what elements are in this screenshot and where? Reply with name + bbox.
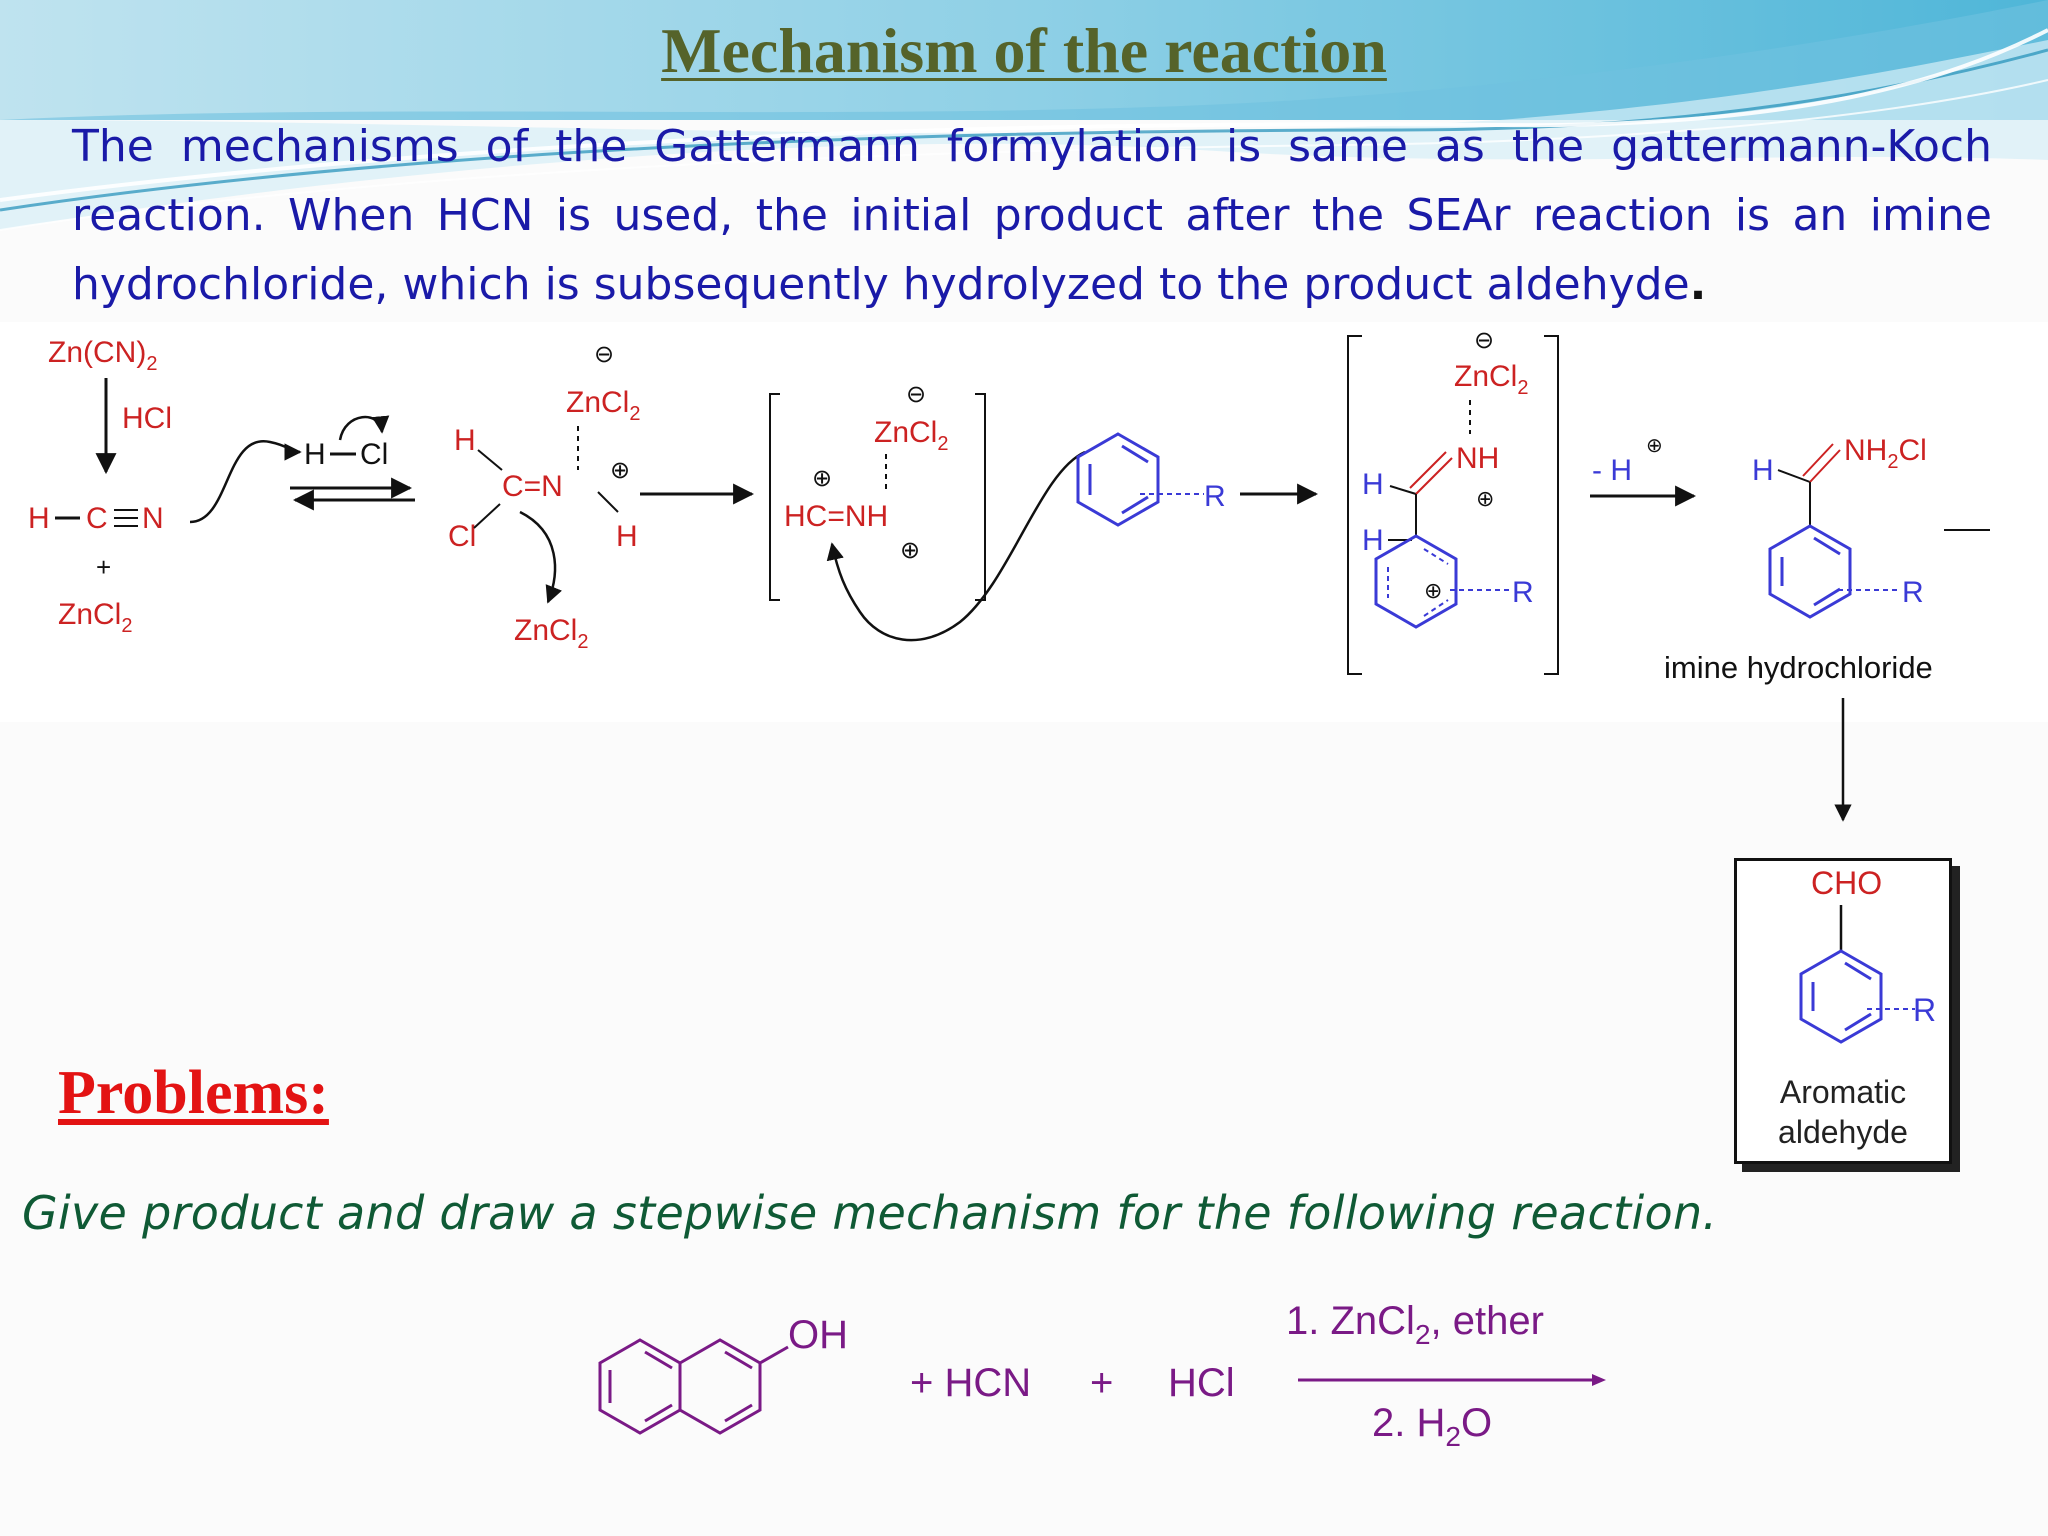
int1-leaving-zncl2: ZnCl2 [514,614,588,653]
problem-prompt: Give product and draw a stepwise mechani… [22,1186,1718,1240]
mechanism-scheme: Zn(CN)2 HCl H C N + ZnCl2 H Cl ⊖ ZnCl2 H… [28,327,1990,822]
condition-2: 2. H2O [1372,1401,1492,1452]
intro-text: The mechanisms of the Gattermann formyla… [72,121,1992,310]
arene-ring [1076,432,1160,527]
svg-text:⊕: ⊕ [610,457,630,484]
svg-text:⊕: ⊕ [900,537,920,564]
svg-text:NH: NH [1456,442,1499,475]
svg-text:⊕: ⊕ [1476,486,1494,511]
header-wave-decoration [0,0,2048,231]
svg-text:⊕: ⊕ [812,465,832,492]
hcl-h: H [304,438,326,471]
problem-plus: + [1090,1361,1113,1405]
naphthol-structure [598,1338,789,1435]
svg-text:⊕: ⊕ [1424,578,1442,603]
hcn-n: N [142,502,164,535]
condition-1: 1. ZnCl2, ether [1286,1299,1544,1350]
problem-reaction: OH + HCN + HCl 1. ZnCl2, ether 2. H2O [598,1299,1606,1452]
svg-text:H: H [1752,454,1774,487]
problem-hcl: HCl [1168,1361,1235,1405]
zncl2-reagent: ZnCl2 [58,598,132,637]
svg-text:H: H [1362,524,1384,557]
sigma-ring [1374,534,1458,629]
problems-heading: Problems: [58,1059,329,1127]
zncn2-label: Zn(CN)2 [48,336,157,375]
intro-paragraph: The mechanisms of the Gattermann formyla… [72,112,1992,319]
aldehyde-label-line2: aldehyde [1778,1114,1908,1150]
aldehyde-label-line1: Aromatic [1780,1074,1906,1110]
naphthol-oh: OH [788,1313,848,1357]
svg-text:⊖: ⊖ [906,381,926,408]
aldehyde-structure: CHO R Aromatic aldehyde [1778,865,1936,1150]
svg-text:R: R [1913,992,1936,1028]
imine-hydrochloride-label: imine hydrochloride [1664,650,1933,685]
hcn-c: C [86,502,108,535]
arene-r-group: R [1204,480,1226,513]
svg-text:H: H [616,520,638,553]
sigma-zncl2: ZnCl2 [1454,360,1528,399]
iminium-ion: HC=NH [784,500,888,533]
imine-ring [1768,524,1852,619]
aromatic-aldehyde-box: CHO R Aromatic aldehyde [1734,858,1952,1164]
imine-nh2cl: NH2Cl [1844,434,1927,473]
svg-text:⊖: ⊖ [594,341,614,368]
svg-text:Cl: Cl [448,520,476,553]
problem-hcn: + HCN [910,1361,1031,1405]
deprotonation-label: - H [1592,454,1632,487]
aldehyde-cho: CHO [1811,865,1882,901]
mechanism-panel [0,322,2048,722]
hcl-reagent-label: HCl [122,402,172,435]
svg-text:⊕: ⊕ [1646,435,1663,457]
intro-period: . [1689,259,1707,310]
iminium-zncl2: ZnCl2 [874,416,948,455]
hcn-h: H [28,502,50,535]
svg-text:R: R [1902,576,1924,609]
int1-cn: C=N [502,470,563,503]
svg-text:H: H [1362,468,1384,501]
svg-text:H: H [454,424,476,457]
nucleophile-attack-arrow [826,450,1086,642]
svg-text:⊖: ⊖ [1474,327,1494,354]
slide-title: Mechanism of the reaction [661,15,1387,86]
int1-zncl2: ZnCl2 [566,386,640,425]
hcl-cl: Cl [360,438,388,471]
reagent-plus: + [96,552,111,582]
attack-arrow [189,440,302,524]
svg-text:R: R [1512,576,1534,609]
